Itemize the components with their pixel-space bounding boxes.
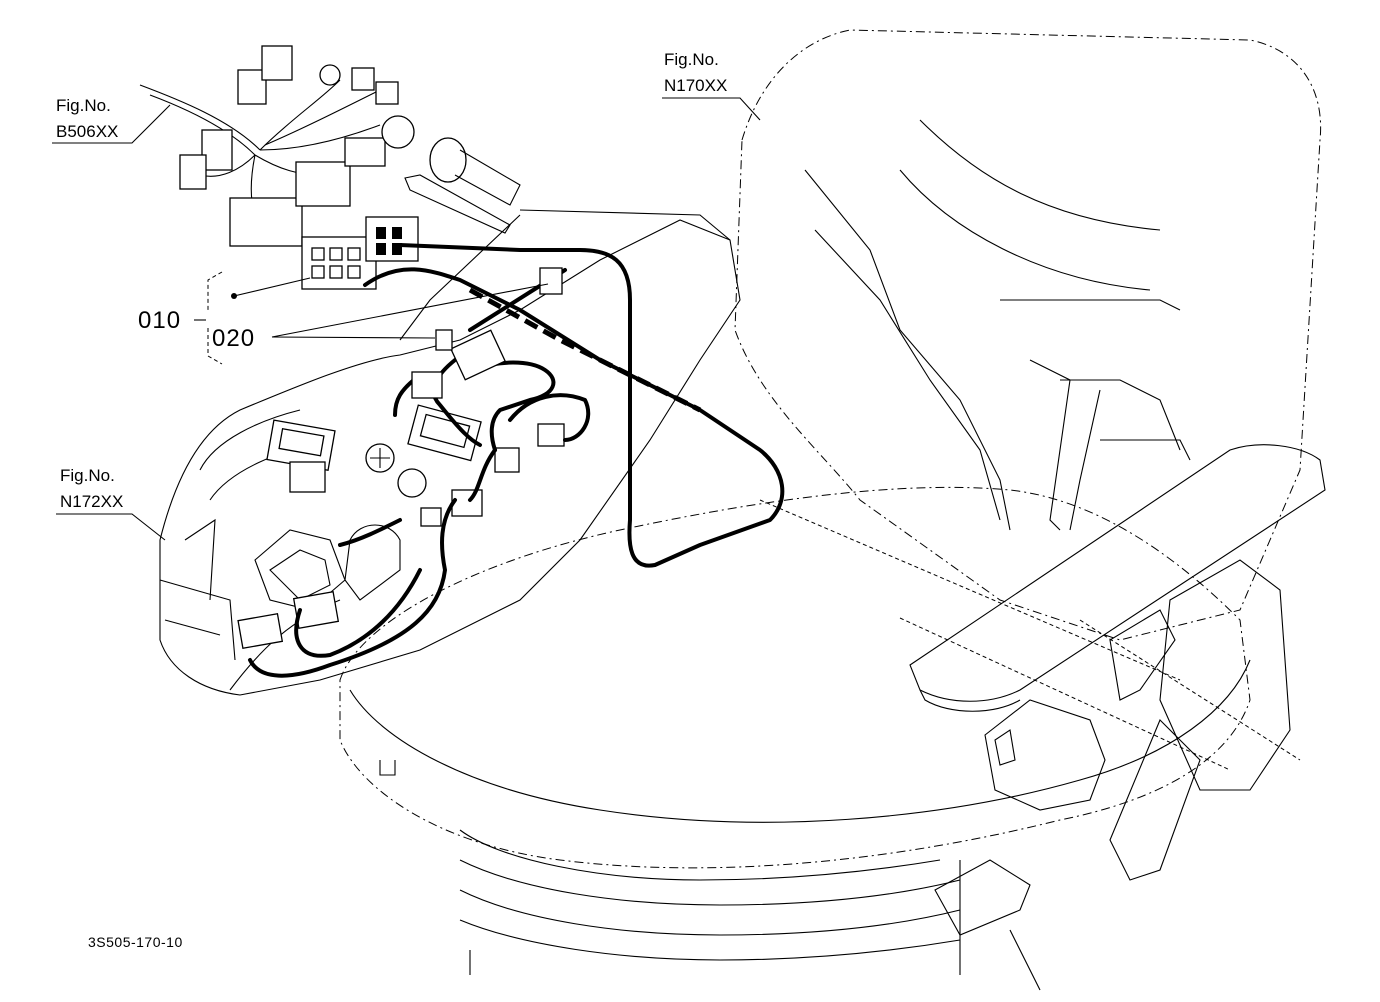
left-armrest-console bbox=[159, 209, 741, 696]
part-label-010: 010 bbox=[138, 307, 182, 334]
harness-010-wires bbox=[248, 243, 785, 678]
part-label-020: 020 bbox=[212, 325, 256, 352]
ref-n172-prefix: Fig.No. bbox=[60, 466, 115, 485]
ref-n170-prefix: Fig.No. bbox=[664, 50, 719, 69]
figure-code: 3S505-170-10 bbox=[88, 934, 183, 950]
ref-n172-code: N172XX bbox=[60, 492, 124, 511]
operator-seat bbox=[339, 29, 1326, 991]
main-harness bbox=[139, 45, 521, 290]
ref-n170-code: N170XX bbox=[664, 76, 728, 95]
ref-b506-prefix: Fig.No. bbox=[56, 96, 111, 115]
ref-b506-code: B506XX bbox=[56, 122, 119, 141]
leader-lines bbox=[52, 97, 761, 541]
